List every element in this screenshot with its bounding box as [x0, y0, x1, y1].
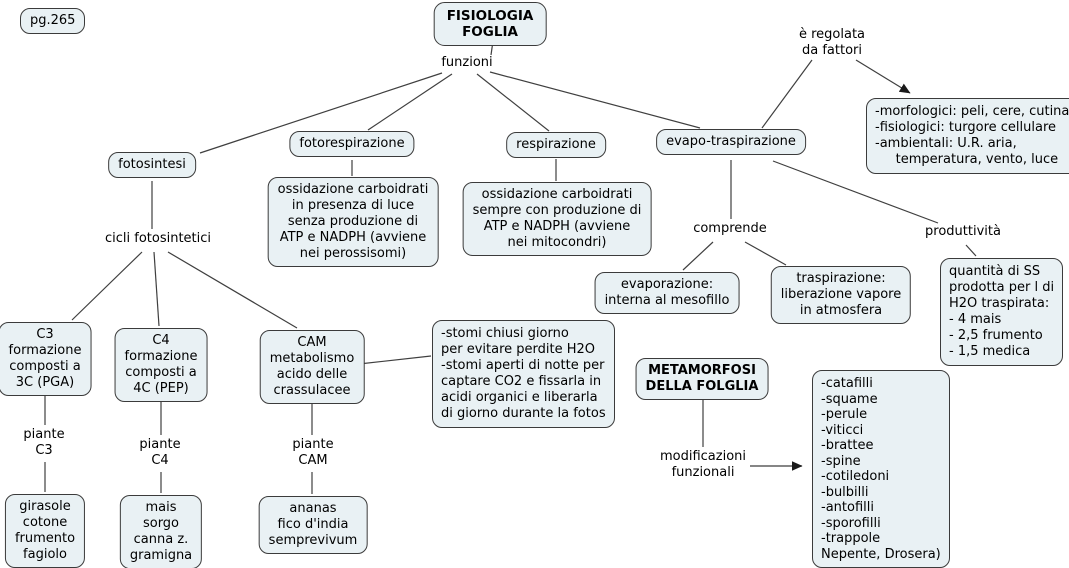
node-ossidazione-fotorespirazione: ossidazione carboidrati in presenza di l… — [267, 177, 439, 267]
node-respirazione: respirazione — [506, 132, 606, 158]
link-label-piante-c3: piante C3 — [23, 427, 65, 458]
node-evapo-traspirazione: evapo-traspirazione — [656, 129, 806, 155]
node-fotosintesi: fotosintesi — [108, 152, 196, 178]
node-fotorespirazione: fotorespirazione — [289, 131, 415, 157]
edge-funzioni-evapo — [489, 71, 701, 129]
edge-funzioni-fotosintesi — [199, 72, 443, 154]
edge-comprende-evaporazione — [682, 241, 714, 271]
node-quantita-ss: quantità di SS prodotta per l di H2O tra… — [940, 258, 1064, 366]
edge-evapo-produttivita — [772, 160, 939, 224]
node-c4: C4 formazione composti a 4C (PEP) — [114, 328, 208, 402]
node-piante-c4-esempi: mais sorgo canna z. gramigna — [119, 495, 203, 568]
edge-produttivita-quantita — [965, 244, 977, 257]
edge-comprende-traspirazione — [744, 241, 787, 266]
node-c3: C3 formazione composti a 3C (PGA) — [0, 322, 92, 396]
edge-funzioni-respirazione — [476, 73, 550, 132]
link-label-regolata-da-fattori: è regolata da fattori — [798, 27, 866, 58]
node-ossidazione-respirazione: ossidazione carboidrati sempre con produ… — [462, 182, 652, 256]
node-modificazioni-elenco: -catafilli -squame -perule -viticci -bra… — [812, 370, 950, 568]
edge-cicli-cam — [167, 251, 298, 329]
link-label-comprende: comprende — [693, 221, 767, 236]
link-label-funzioni: funzioni — [441, 55, 493, 70]
node-stomi: -stomi chiusi giorno per evitare perdite… — [432, 320, 615, 428]
edge-cicli-c4 — [153, 251, 160, 327]
map-title: FISIOLOGIA FOGLIA — [433, 2, 547, 46]
link-label-piante-cam: piante CAM — [292, 437, 334, 468]
node-evaporazione: evaporazione: interna al mesofillo — [594, 272, 740, 314]
edge-regolata-fattori-arrow — [855, 59, 911, 94]
link-label-modificazioni-funzionali: modificazioni funzionali — [659, 449, 747, 480]
page-number-box: pg.265 — [20, 8, 86, 34]
node-piante-cam-esempi: ananas fico d'india semprevivum — [258, 496, 368, 554]
link-label-cicli-fotosintetici: cicli fotosintetici — [104, 231, 212, 246]
node-piante-c3-esempi: girasole cotone frumento fagiolo — [4, 494, 86, 568]
edge-cicli-c3 — [71, 251, 143, 321]
node-fattori: -morfologici: peli, cere, cutina -fisiol… — [866, 98, 1069, 174]
link-label-piante-c4: piante C4 — [139, 437, 181, 468]
edge-cam-stomi — [358, 355, 432, 365]
node-cam: CAM metabolismo acido delle crassulacee — [259, 330, 365, 404]
edge-evapo-regolata — [761, 59, 813, 129]
edge-funzioni-fotorespirazione — [367, 73, 453, 131]
link-label-produttivita: produttività — [925, 224, 1001, 239]
node-metamorfosi-titolo: METAMORFOSI DELLA FOLGLIA — [635, 358, 769, 400]
node-traspirazione: traspirazione: liberazione vapore in atm… — [770, 266, 912, 324]
